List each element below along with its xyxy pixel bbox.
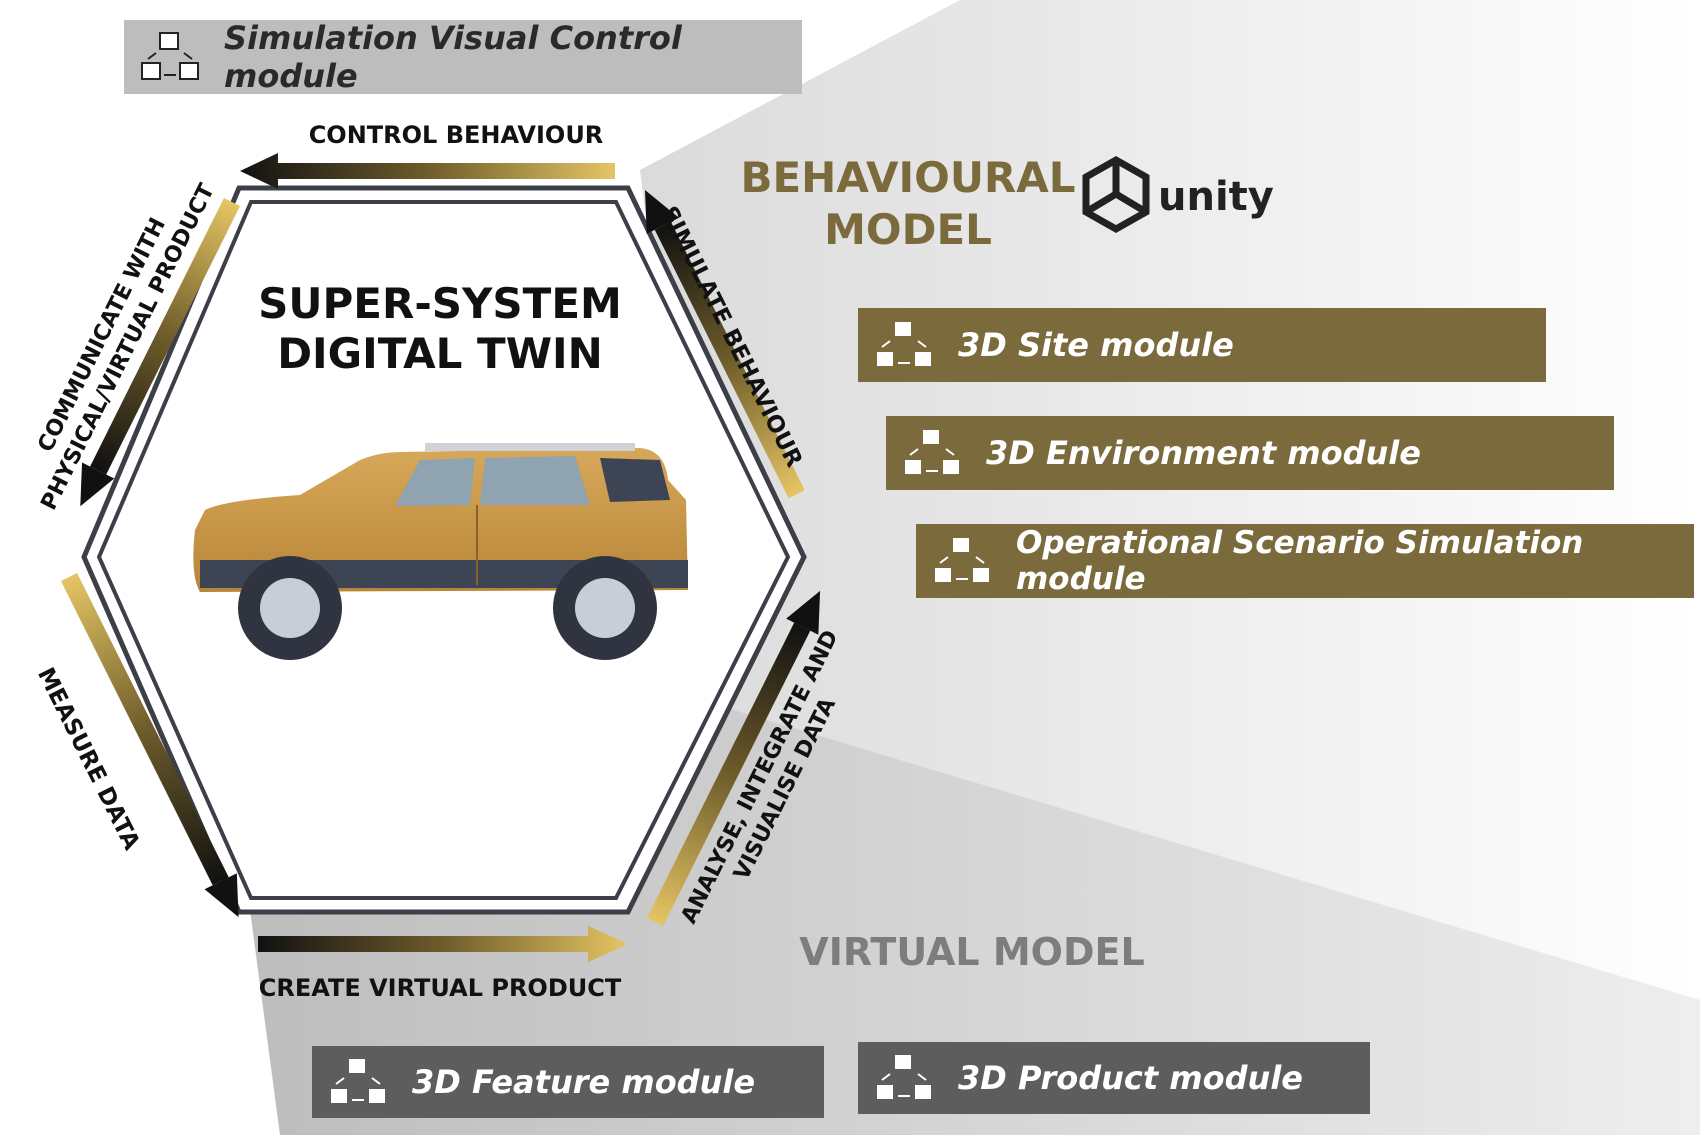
module-label: Operational Scenario Simulation module	[1016, 525, 1584, 597]
module-3d-site: 3D Site module	[858, 308, 1546, 382]
cubes-icon	[141, 32, 199, 80]
center-title-line2: DIGITAL TWIN	[277, 329, 603, 378]
car-illustration	[193, 443, 689, 660]
cubes-icon	[875, 1053, 933, 1101]
cubes-icon	[329, 1057, 387, 1105]
module-label: Simulation Visual Control module	[224, 19, 682, 95]
behavioural-model-line2: MODEL	[824, 205, 992, 254]
module-label: 3D Site module	[958, 326, 1234, 364]
arrow-create-virtual-product	[258, 926, 628, 962]
unity-logo: unity	[1082, 155, 1274, 234]
unity-wordmark: unity	[1158, 174, 1274, 220]
arrow-analyse-data	[646, 590, 821, 927]
cubes-icon	[933, 536, 991, 584]
label-create-virtual-product: CREATE VIRTUAL PRODUCT	[259, 974, 622, 1002]
cubes-icon	[875, 320, 933, 368]
arrow-control-behaviour	[240, 153, 615, 189]
module-3d-feature: 3D Feature module	[312, 1046, 824, 1118]
virtual-background	[250, 700, 1700, 1135]
module-simulation-visual-control: Simulation Visual Control module	[124, 19, 802, 95]
module-operational-scenario: Operational Scenario Simulation module	[916, 524, 1694, 598]
cubes-icon	[903, 428, 961, 476]
label-control-behaviour: CONTROL BEHAVIOUR	[309, 121, 604, 149]
module-3d-product: 3D Product module	[858, 1042, 1370, 1114]
module-3d-environment: 3D Environment module	[886, 416, 1614, 490]
virtual-model-heading: VIRTUAL MODEL	[799, 930, 1144, 974]
module-label: 3D Product module	[958, 1059, 1303, 1097]
arrow-simulate-behaviour	[645, 190, 805, 499]
module-label: 3D Feature module	[412, 1063, 756, 1101]
behavioural-model-line1: BEHAVIOURAL	[740, 153, 1075, 202]
arrow-measure-data	[60, 572, 239, 918]
module-label: 3D Environment module	[986, 434, 1421, 472]
arrow-communicate	[80, 197, 241, 507]
center-title-line1: SUPER-SYSTEM	[258, 279, 622, 328]
